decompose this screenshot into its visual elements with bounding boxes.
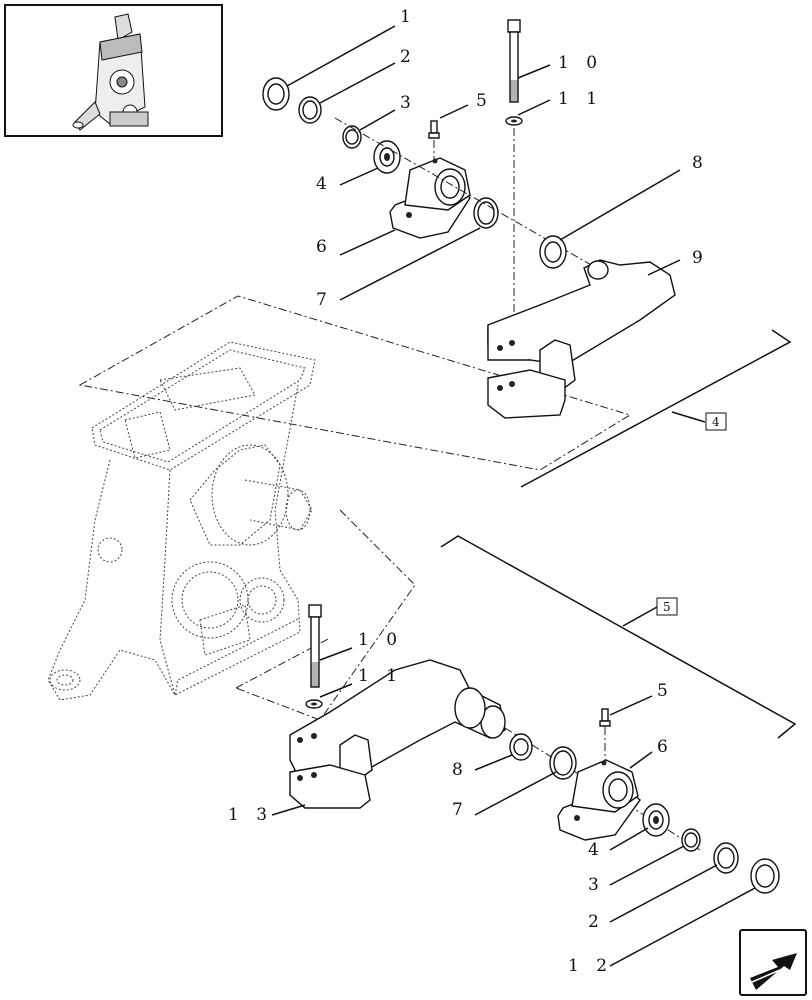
ref-leader-5 (622, 606, 658, 627)
callout-top-5: 5 (476, 91, 493, 111)
callout-top-11: 1 1 (558, 89, 603, 109)
bottom-leaders (271, 647, 756, 967)
ghost-outline-upper (78, 295, 632, 471)
snap-ring-3 (342, 125, 362, 149)
callout-top-1: 1 (400, 7, 417, 27)
ref-leader-4 (671, 411, 706, 423)
arm-13 (289, 659, 506, 809)
seal-ring-1 (262, 77, 290, 111)
snap-ring-2 (298, 96, 322, 124)
callout-bottom-8: 8 (452, 760, 469, 780)
bearing-housing-6 (389, 157, 471, 239)
group-boundary-5 (440, 535, 797, 739)
top-leaders (286, 25, 681, 301)
callout-bottom-6: 6 (657, 737, 674, 757)
ref-box-4 (705, 412, 727, 431)
callout-top-3: 3 (400, 93, 417, 113)
callout-bottom-7: 7 (452, 800, 469, 820)
ref-box-5 (656, 597, 678, 616)
snap-ring-3-lower (681, 828, 701, 852)
ring-7-lower (549, 746, 577, 780)
ref-box-4-label: 4 (712, 415, 720, 429)
navigation-arrow-icon[interactable] (739, 929, 807, 996)
callout-bottom-5: 5 (657, 681, 674, 701)
thumbnail-overview-icon[interactable] (4, 4, 223, 137)
callout-top-9: 9 (692, 248, 709, 268)
washer-11-lower (305, 699, 323, 709)
gearbox-housing (47, 341, 316, 701)
seal-ring-12 (750, 858, 780, 894)
seal-8 (539, 235, 567, 269)
callout-top-6: 6 (316, 237, 333, 257)
callout-top-2: 2 (400, 47, 417, 67)
ring-7 (473, 197, 499, 229)
callout-bottom-10: 1 0 (358, 630, 403, 650)
bolt-10 (507, 19, 521, 103)
callout-top-4: 4 (316, 174, 333, 194)
bearing-housing-6-lower (557, 759, 641, 841)
arm-9 (487, 259, 676, 419)
washer-11 (505, 116, 523, 126)
callout-top-10: 1 0 (558, 53, 603, 73)
seal-8-lower (509, 733, 533, 761)
callout-top-7: 7 (316, 290, 333, 310)
grease-nipple-5-lower (599, 708, 611, 727)
callout-bottom-13: 1 3 (228, 805, 273, 825)
group-boundary-4 (520, 329, 792, 488)
grease-nipple-5 (428, 120, 440, 139)
callout-top-8: 8 (692, 153, 709, 173)
callout-bottom-12: 1 2 (568, 956, 613, 976)
ref-box-5-label: 5 (663, 600, 671, 614)
callout-bottom-2: 2 (588, 912, 605, 932)
callout-bottom-11: 1 1 (358, 666, 403, 686)
ghost-outline-lower (235, 509, 416, 721)
callout-bottom-4: 4 (588, 840, 605, 860)
snap-ring-2-lower (713, 842, 739, 874)
callout-bottom-3: 3 (588, 875, 605, 895)
bearing-4-lower (642, 803, 670, 837)
bolt-10-lower (308, 604, 322, 688)
